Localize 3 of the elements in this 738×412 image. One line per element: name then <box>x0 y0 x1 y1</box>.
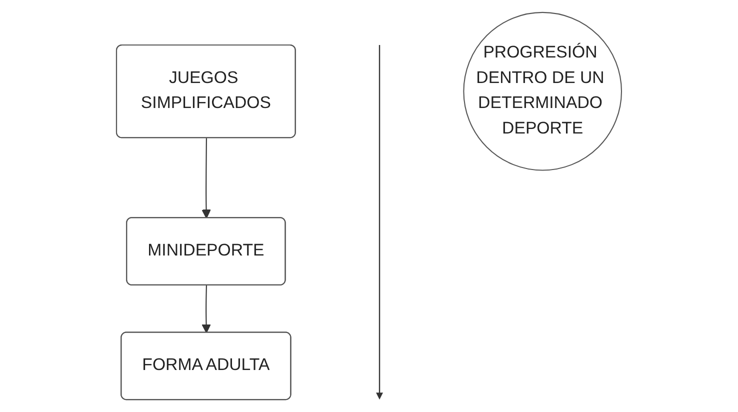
arrow <box>202 138 211 219</box>
node-circle: PROGRESIÓN DENTRO DE UN DETERMINADO DEPORTE <box>463 12 622 171</box>
arrow <box>202 285 211 334</box>
